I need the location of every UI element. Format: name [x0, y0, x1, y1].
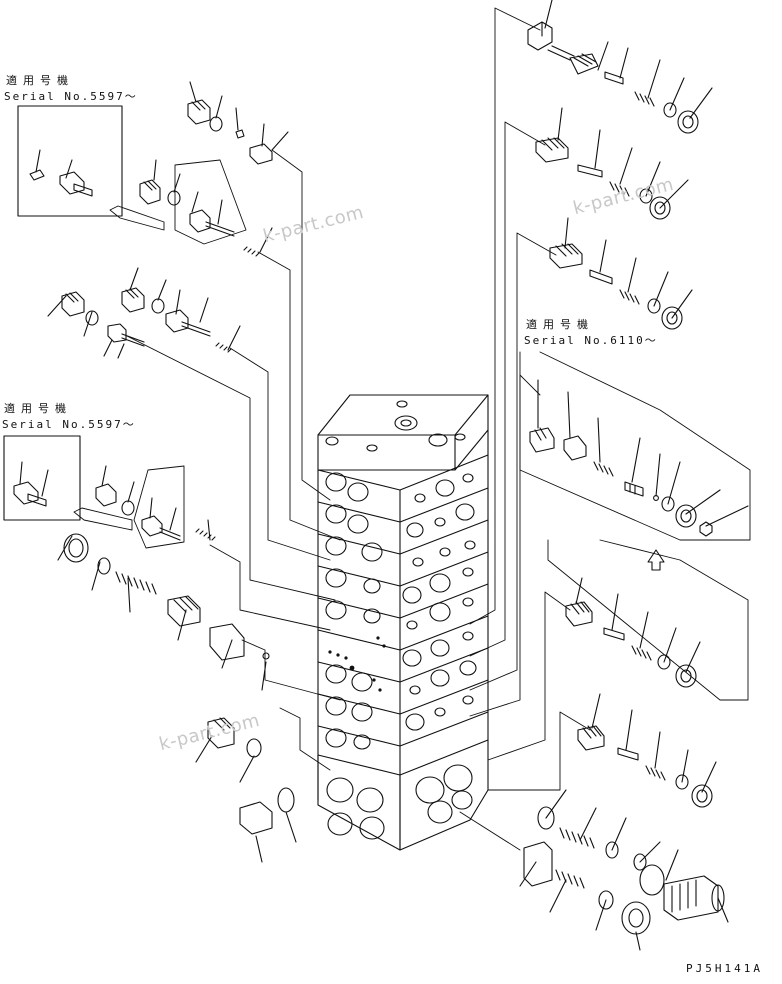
spool-part-group-3 [549, 217, 693, 330]
serial-note-label: 適用号機 [4, 402, 72, 415]
spool-part-group-4 [529, 379, 749, 537]
control-valve-body [317, 394, 489, 851]
relief-valve-parts [519, 789, 729, 951]
serial-note-label: 適用号機 [6, 74, 74, 87]
spool-part-group-2 [535, 107, 689, 220]
lower-left-parts [57, 519, 297, 863]
serial-note-number: Serial No.5597～ [2, 418, 136, 431]
drawing-code: PJ5H141A [686, 962, 763, 975]
serial-note-label: 適用号機 [526, 318, 594, 331]
spool-part-group-1 [527, 0, 713, 134]
serial-box-lower-left [3, 435, 185, 549]
serial-note-number: Serial No.6110～ [524, 334, 658, 347]
serial-box-right [519, 351, 751, 701]
spool-part-group-5 [565, 577, 701, 688]
upper-left-parts [139, 81, 289, 257]
serial-box-upper-left [17, 105, 247, 245]
spool-part-group-6 [577, 693, 717, 808]
serial-note-number: Serial No.5597～ [4, 90, 138, 103]
mid-left-parts [47, 267, 241, 359]
leader-lines [124, 7, 591, 851]
